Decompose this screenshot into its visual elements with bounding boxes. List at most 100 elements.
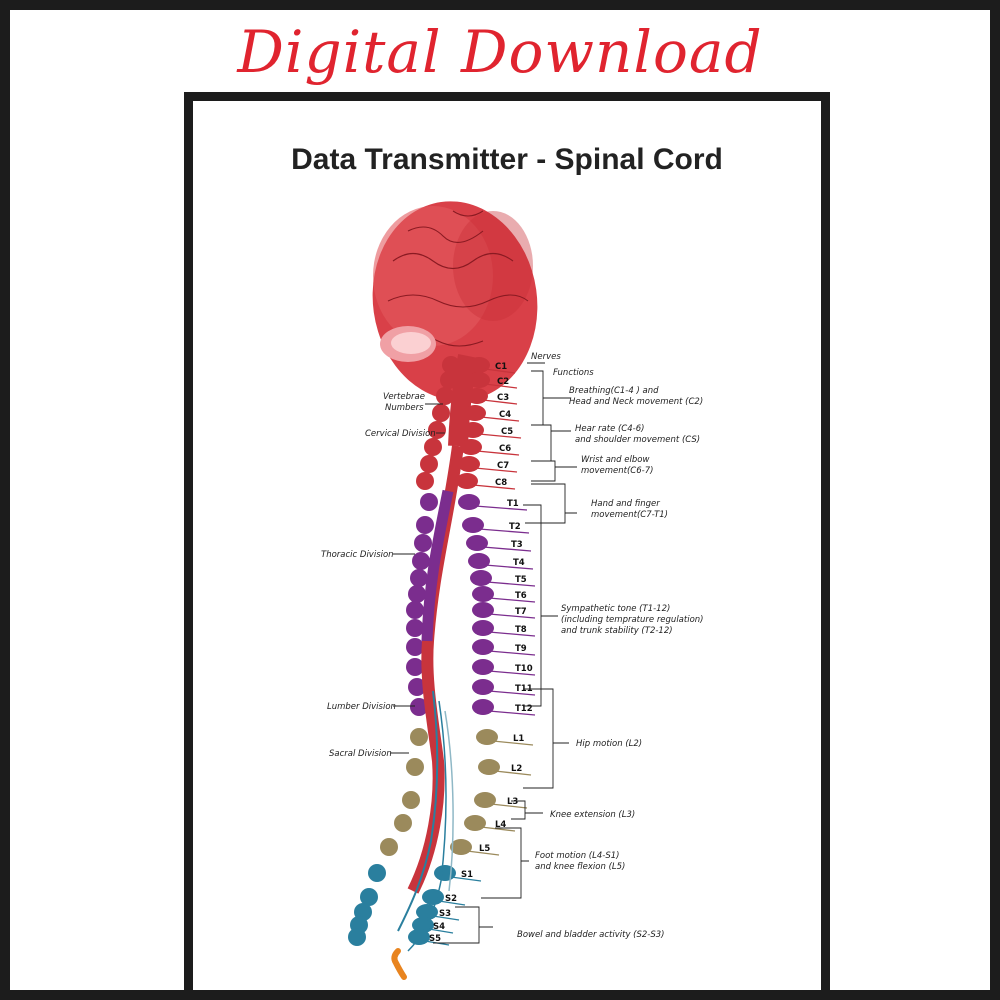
vertebra-process-l1 (410, 728, 428, 746)
segment-label-c6: C6 (499, 444, 511, 454)
vertebra-process-l3 (402, 791, 420, 809)
vertebra-body-l2 (478, 759, 500, 775)
segment-label-t12: T12 (515, 704, 533, 714)
vertebra-process-c4 (432, 404, 450, 422)
vertebra-body-l3 (474, 792, 496, 808)
segment-label-t6: T6 (515, 591, 527, 601)
vertebra-process-s1 (368, 864, 386, 882)
vertebra-body-c2 (468, 372, 490, 388)
nerve-t6 (488, 597, 536, 603)
segment-label-l5: L5 (479, 844, 490, 854)
vertebra-body-c1 (468, 357, 490, 373)
function-hand-2: movement(C7-T1) (591, 510, 668, 520)
brain-illustration (372, 201, 538, 447)
segment-label-s4: S4 (433, 922, 445, 932)
cervical-division-label: Cervical Division (365, 429, 436, 439)
vertebra-process-t7 (406, 601, 424, 619)
spinal-cord-diagram: C1C2C3C4C5C6C7C8T1T2T3T4T5T6T7T8T9T10T11… (321, 201, 704, 980)
function-sympathetic-3: and trunk stability (T2-12) (561, 626, 673, 636)
nerve-t4 (484, 564, 534, 570)
vertebra-body-c4 (464, 405, 486, 421)
segment-label-t8: T8 (515, 625, 527, 635)
segment-label-c5: C5 (501, 427, 513, 437)
segment-label-l2: L2 (511, 764, 522, 774)
vertebra-process-t5 (410, 569, 428, 587)
function-hand-1: Hand and finger (591, 499, 660, 509)
function-hip: Hip motion (L2) (576, 739, 642, 749)
vertebra-process-c3 (436, 387, 454, 405)
vertebra-body-t12 (472, 699, 494, 715)
vertebra-process-l5 (380, 838, 398, 856)
segment-label-s1: S1 (461, 870, 473, 880)
vertebra-body-l1 (476, 729, 498, 745)
function-wrist-2: movement(C6-7) (581, 466, 653, 476)
segment-label-l3: L3 (507, 797, 518, 807)
vertebra-process-c2 (440, 371, 458, 389)
segment-label-t5: T5 (515, 575, 527, 585)
vertebra-body-c3 (466, 388, 488, 404)
segment-label-l1: L1 (513, 734, 524, 744)
nerve-c5 (478, 433, 522, 439)
segment-label-s3: S3 (439, 909, 451, 919)
segment-label-s2: S2 (445, 894, 457, 904)
nerve-l3 (490, 803, 528, 809)
nerve-l2 (494, 770, 532, 776)
vertebra-process-t1 (420, 493, 438, 511)
vertebra-body-c7 (458, 456, 480, 472)
poster-title: Data Transmitter - Spinal Cord (291, 143, 723, 176)
vertebra-process-c1 (442, 356, 460, 374)
segment-label-c2: C2 (497, 377, 509, 387)
nerve-t5 (486, 581, 536, 587)
nerve-c3 (482, 399, 518, 405)
nerve-s4 (428, 928, 454, 934)
nerve-s3 (432, 915, 460, 921)
vertebra-body-l4 (464, 815, 486, 831)
nerve-c2 (484, 383, 518, 389)
nerve-s1 (450, 876, 482, 882)
thoracic-division-label: Thoracic Division (321, 550, 394, 560)
vertebra-process-t6 (408, 585, 426, 603)
nerve-l4 (480, 826, 516, 832)
vertebra-process-s2 (360, 888, 378, 906)
vertebra-process-t4 (412, 552, 430, 570)
function-labels: Breathing(C1-4 ) and Head and Neck movem… (517, 386, 704, 940)
vertebra-process-l2 (406, 758, 424, 776)
vertebra-process-t12 (410, 698, 428, 716)
nerve-c4 (480, 416, 520, 422)
vertebra-process-t3 (414, 534, 432, 552)
vertebra-body-c6 (460, 439, 482, 455)
functions-header: Functions (553, 368, 594, 378)
function-heart-1: Hear rate (C4-6) (575, 424, 644, 434)
segment-label-t2: T2 (509, 522, 521, 532)
segment-label-s5: S5 (429, 934, 441, 944)
function-foot-2: and knee flexion (L5) (535, 862, 625, 872)
vertebra-process-t8 (406, 619, 424, 637)
vertebra-body-t1 (458, 494, 480, 510)
nerve-t12 (488, 710, 536, 716)
vertebra-body-t11 (472, 679, 494, 695)
function-wrist-1: Wrist and elbow (581, 455, 649, 465)
vertebra-process-s5 (348, 928, 366, 946)
function-sympathetic-2: (including temprature regulation) (561, 615, 704, 625)
nerve-t9 (488, 650, 536, 656)
lumbar-division-label: Lumber Division (327, 702, 396, 712)
segment-label-l4: L4 (495, 820, 506, 830)
vertebra-process-c7 (420, 455, 438, 473)
vertebra-body-t10 (472, 659, 494, 675)
function-brackets (433, 370, 577, 944)
vertebra-body-c8 (456, 473, 478, 489)
vertebra-body-s3 (416, 904, 438, 920)
nerve-c8 (472, 484, 516, 490)
vertebra-body-t8 (472, 620, 494, 636)
function-knee: Knee extension (L3) (550, 810, 635, 820)
nerve-t7 (488, 613, 536, 619)
nerve-c7 (474, 467, 518, 473)
vertebra-process-t10 (406, 658, 424, 676)
vertebrae-label-1: Vertebrae (383, 392, 425, 402)
left-labels: Vertebrae Numbers Cervical Division Thor… (321, 392, 445, 759)
nerve-c1 (484, 368, 516, 374)
vertebra-body-t7 (472, 602, 494, 618)
vertebra-body-t2 (462, 517, 484, 533)
function-foot-1: Foot motion (L4-S1) (535, 851, 619, 861)
